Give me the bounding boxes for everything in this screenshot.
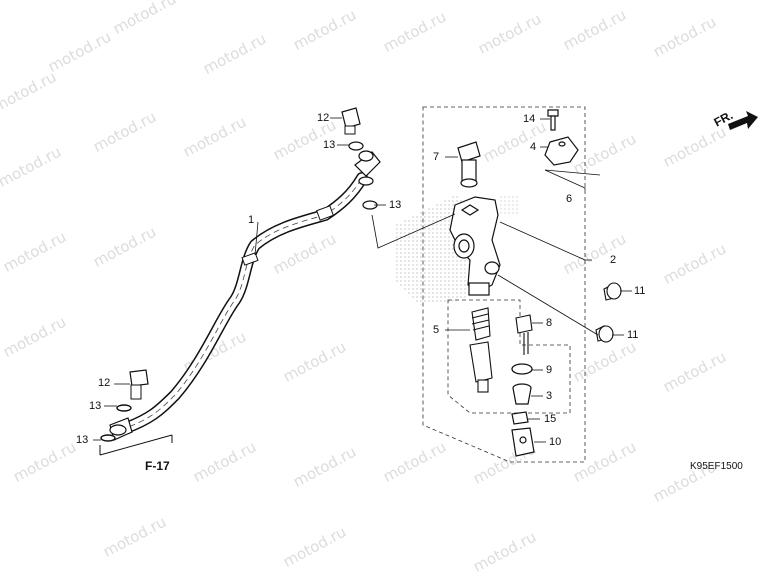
callout-13: 13 — [76, 434, 89, 446]
callout-12: 12 — [317, 112, 330, 124]
master-cylinder-body — [449, 196, 501, 296]
direction-arrow — [728, 111, 758, 130]
callout-9: 9 — [546, 364, 553, 376]
reservoir-cap — [544, 136, 579, 166]
brake-hose — [109, 150, 381, 441]
callout-7: 7 — [433, 151, 440, 163]
callout-8: 8 — [546, 317, 553, 329]
callout-5: 5 — [433, 324, 440, 336]
callout-4: 4 — [530, 141, 537, 153]
callout-13: 13 — [389, 199, 402, 211]
piston-assembly — [469, 341, 493, 393]
callout-11: 11 — [634, 285, 646, 297]
callout-12: 12 — [98, 377, 111, 389]
sealing-washer — [116, 404, 132, 412]
hose-joint — [457, 141, 481, 188]
leader-lines — [93, 117, 632, 443]
mounting-bolt — [595, 325, 614, 343]
callout-1: 1 — [248, 214, 255, 226]
figure-code: K95EF1500 — [690, 461, 743, 472]
callout-11: 11 — [627, 329, 639, 341]
sealing-washer — [100, 434, 116, 442]
callout-10: 10 — [549, 436, 562, 448]
reference-bracket — [99, 434, 173, 456]
assembly-frame — [422, 106, 586, 463]
callout-13: 13 — [89, 400, 102, 412]
callout-3: 3 — [546, 390, 553, 402]
callout-14: 14 — [523, 113, 536, 125]
cap-screw — [547, 109, 559, 131]
banjo-bolt-upper — [341, 107, 361, 135]
banjo-bolt-lower — [129, 369, 149, 400]
callout-6: 6 — [566, 193, 573, 205]
rubber-boot — [512, 383, 532, 405]
callout-13: 13 — [323, 139, 336, 151]
subassembly-frame — [447, 299, 571, 414]
push-rod — [515, 314, 533, 355]
mounting-bolt — [603, 282, 622, 301]
clevis-joint — [511, 427, 535, 457]
callout-2: 2 — [610, 254, 617, 266]
sealing-washer — [348, 141, 364, 151]
reference-label: F-17 — [145, 459, 170, 473]
callout-15: 15 — [544, 413, 557, 425]
seal-ring — [511, 363, 533, 375]
lock-nut — [511, 411, 529, 425]
push-rod-spring — [471, 307, 491, 341]
